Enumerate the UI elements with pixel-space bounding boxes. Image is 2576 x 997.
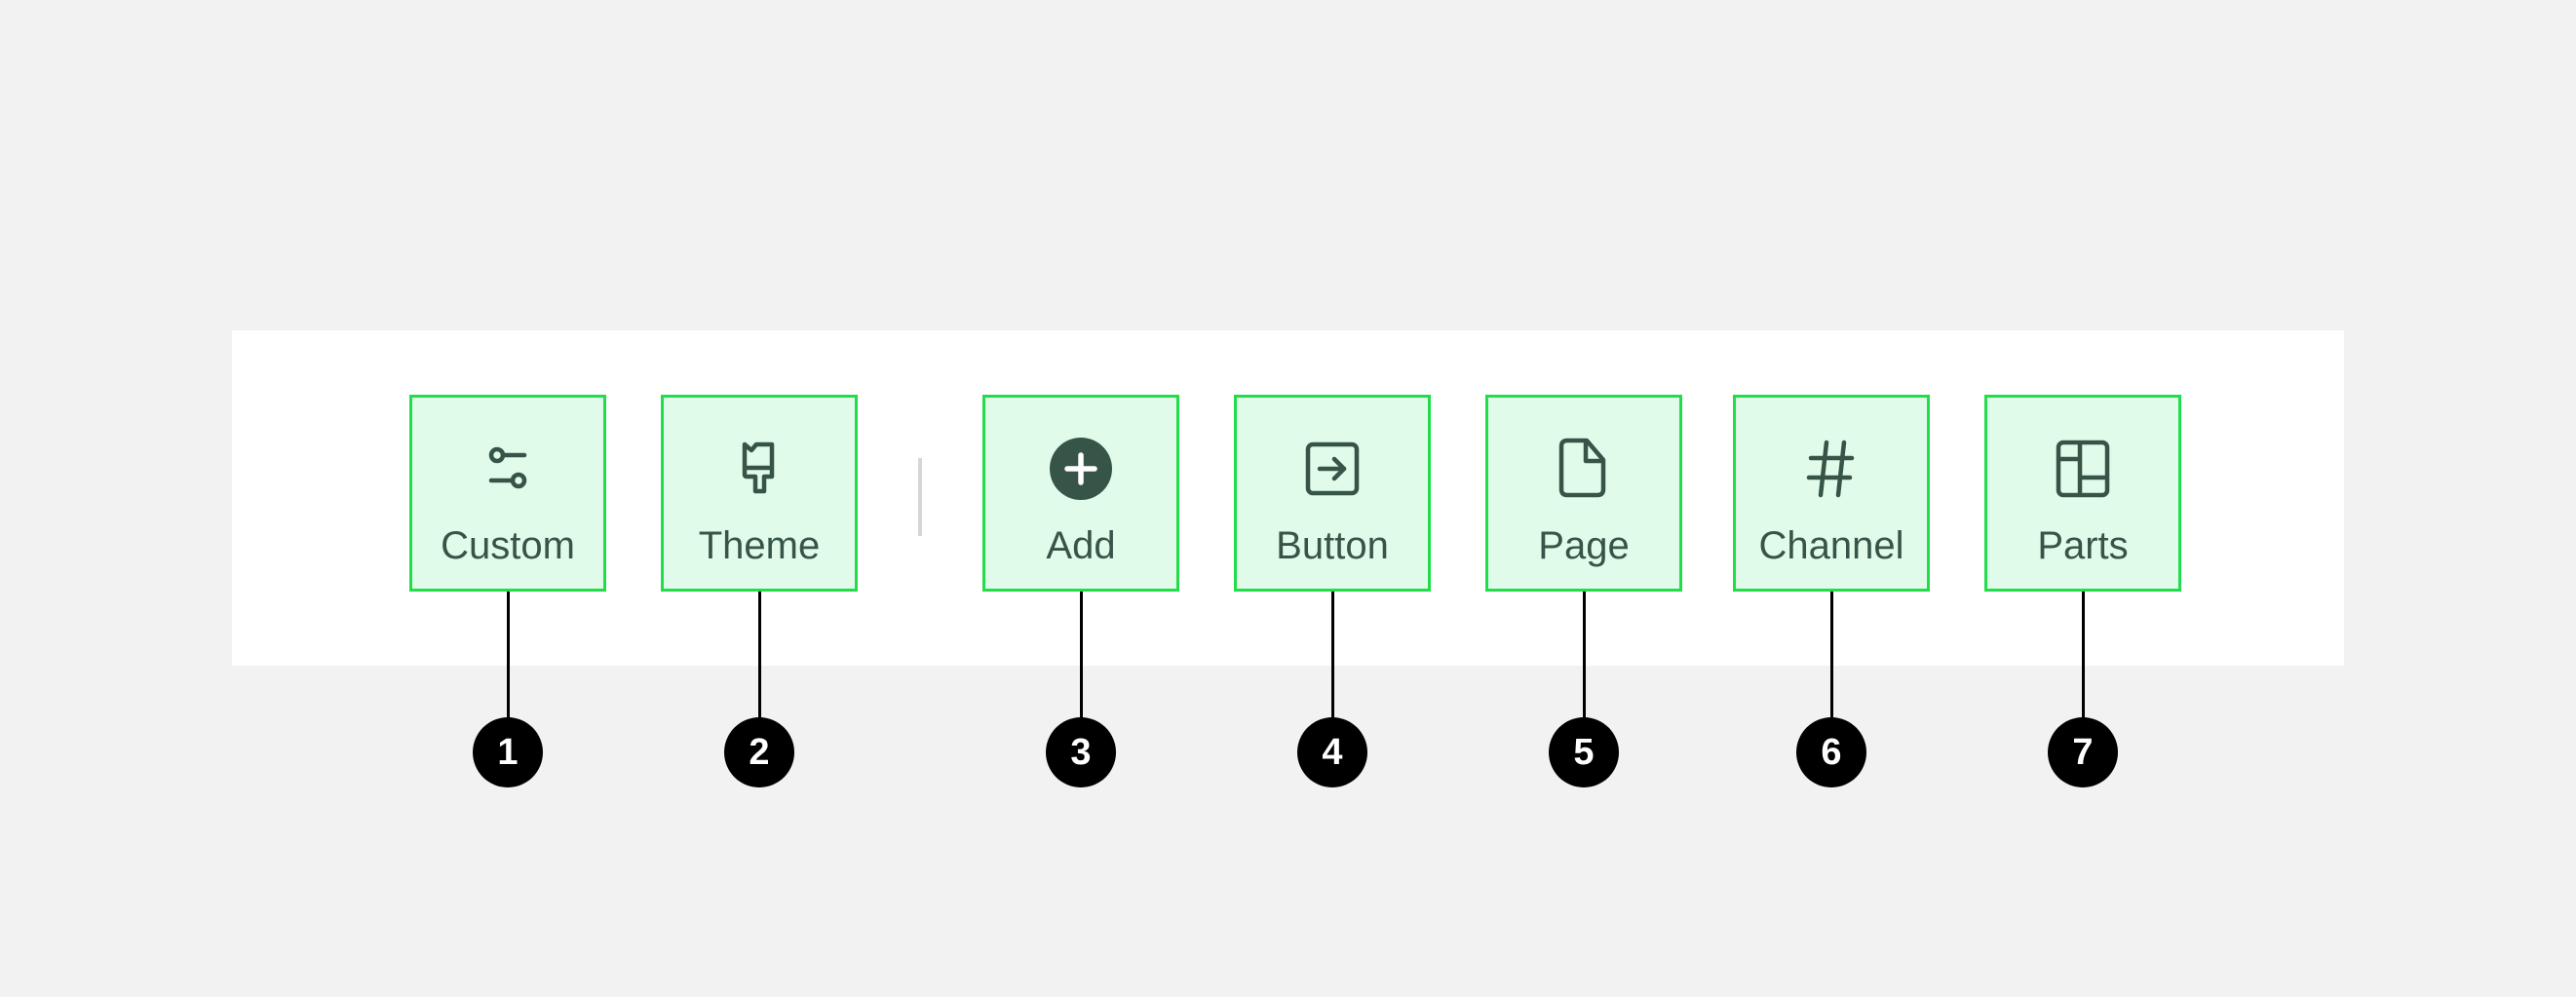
toolbar-item-label: Button xyxy=(1276,524,1389,567)
toolbar-item-parts[interactable]: Parts xyxy=(1984,395,2181,592)
callout-line-7 xyxy=(2082,592,2085,720)
toolbar-item-label: Page xyxy=(1538,524,1630,567)
paintbrush-icon xyxy=(725,435,793,503)
toolbar-item-label: Custom xyxy=(441,524,575,567)
toolbar-item-add[interactable]: Add xyxy=(982,395,1179,592)
document-icon xyxy=(1550,435,1618,503)
callout-line-5 xyxy=(1583,592,1586,720)
callout-marker-4: 4 xyxy=(1297,717,1367,787)
callout-marker-5: 5 xyxy=(1549,717,1619,787)
callout-line-1 xyxy=(507,592,510,720)
callout-line-3 xyxy=(1080,592,1083,720)
toolbar-item-label: Channel xyxy=(1758,524,1904,567)
arrow-into-box-icon xyxy=(1298,435,1366,503)
toolbar-item-theme[interactable]: Theme xyxy=(661,395,858,592)
toolbar-separator xyxy=(918,458,922,536)
toolbar-item-label: Parts xyxy=(2037,524,2129,567)
hash-icon xyxy=(1797,435,1865,503)
toolbar-item-button[interactable]: Button xyxy=(1234,395,1431,592)
callout-line-2 xyxy=(758,592,761,720)
callout-line-4 xyxy=(1331,592,1334,720)
toolbar-item-label: Theme xyxy=(698,524,821,567)
callout-marker-7: 7 xyxy=(2048,717,2118,787)
callout-marker-6: 6 xyxy=(1796,717,1866,787)
plus-circle-icon xyxy=(1047,435,1115,503)
toolbar-item-channel[interactable]: Channel xyxy=(1733,395,1930,592)
callout-line-6 xyxy=(1830,592,1833,720)
layout-panels-icon xyxy=(2049,435,2117,503)
callout-marker-1: 1 xyxy=(473,717,543,787)
toolbar-item-page[interactable]: Page xyxy=(1485,395,1682,592)
toolbar-item-label: Add xyxy=(1046,524,1116,567)
toolbar-item-custom[interactable]: Custom xyxy=(409,395,606,592)
callout-marker-3: 3 xyxy=(1046,717,1116,787)
callout-marker-2: 2 xyxy=(724,717,794,787)
sliders-icon xyxy=(474,435,542,503)
